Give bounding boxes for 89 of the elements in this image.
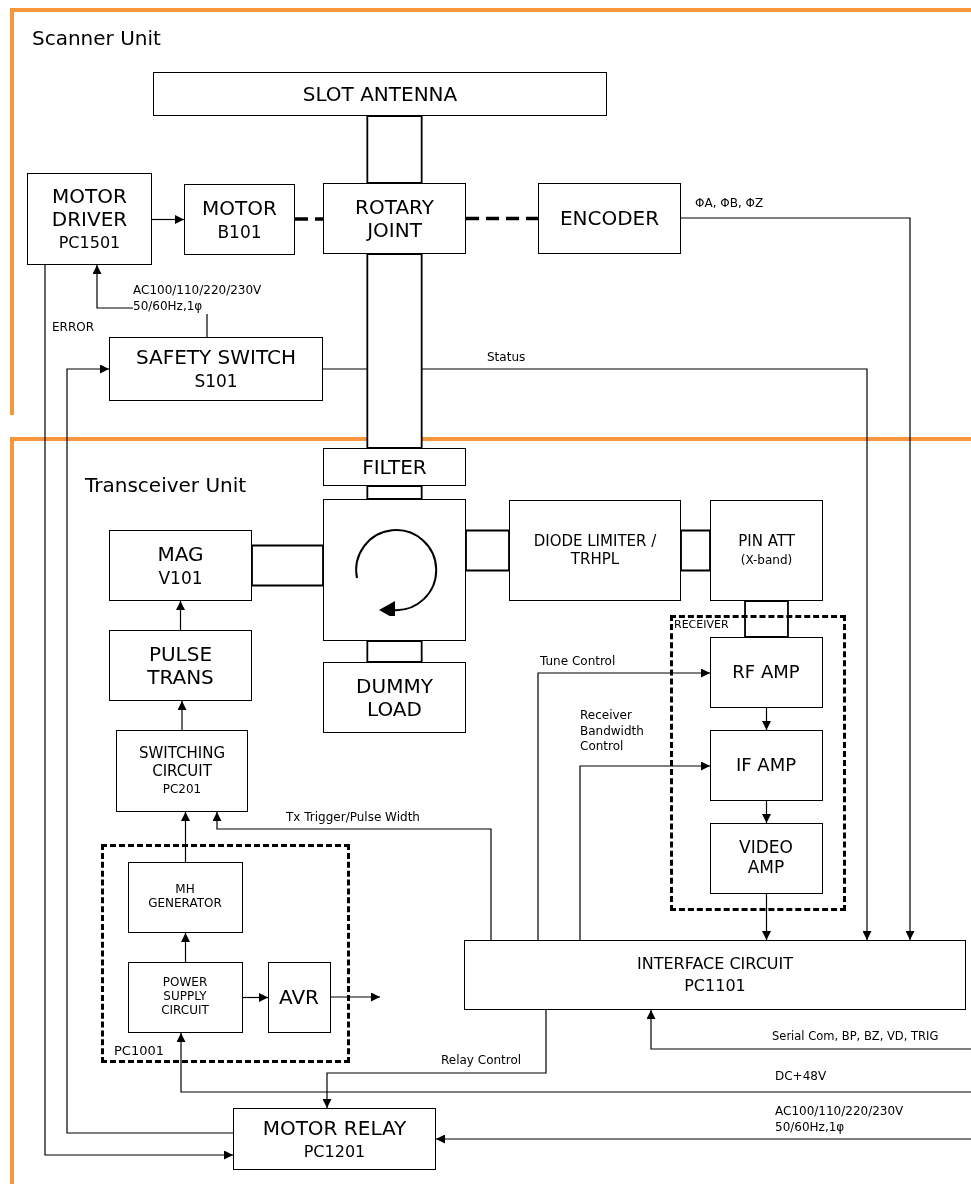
arrow	[66, 364, 234, 1134]
process-box	[709, 636, 823, 708]
arrow	[435, 1134, 971, 1144]
arrow	[212, 811, 492, 941]
process-box	[233, 1108, 436, 1170]
arrow	[322, 1009, 547, 1109]
group-outline	[101, 844, 350, 1063]
box-label: MOTOR	[202, 196, 277, 220]
box-label: MOTOR DRIVER	[50, 185, 129, 232]
box-label: SLOT ANTENNA	[302, 82, 458, 106]
process-box	[709, 729, 823, 801]
process-box	[27, 173, 152, 265]
box-label: DUMMY LOAD	[355, 674, 434, 721]
box-label: SWITCHING CIRCUIT	[137, 745, 227, 780]
arrow	[176, 1032, 971, 1093]
box-label: POWER SUPPLY CIRCUIT	[160, 976, 210, 1018]
mechanical-link-line	[295, 217, 323, 221]
process-box	[323, 448, 466, 486]
arrow	[537, 668, 711, 941]
box-label: INTERFACE CIRCUIT	[636, 955, 793, 974]
process-box	[323, 183, 466, 254]
group-label: RECEIVER	[674, 618, 729, 631]
process-box	[323, 662, 466, 733]
box-label: MH GENERATOR	[147, 883, 223, 911]
waveguide	[366, 640, 423, 663]
process-box	[109, 630, 252, 701]
arrow	[762, 800, 771, 824]
process-box	[184, 184, 295, 255]
arrow	[242, 993, 269, 1002]
arrow	[330, 992, 381, 1002]
arrow	[181, 811, 190, 863]
process-box	[116, 730, 248, 812]
arrow	[579, 761, 711, 941]
box-sublabel: PC1201	[303, 1142, 366, 1162]
process-box	[109, 530, 252, 601]
arrow	[680, 217, 915, 941]
box-label: ROTARY JOINT	[354, 195, 435, 242]
arrow	[322, 368, 872, 941]
box-label: DIODE LIMITER / TRHPL	[532, 533, 658, 568]
process-box	[509, 500, 681, 601]
box-sublabel: S101	[194, 372, 238, 392]
box-sublabel: B101	[217, 222, 262, 243]
process-box	[127, 961, 243, 1033]
box-sublabel: PC201	[162, 782, 202, 797]
process-box	[267, 961, 331, 1033]
process-box	[538, 183, 681, 254]
group-label: PC1001	[114, 1043, 164, 1058]
arrow	[762, 707, 771, 731]
arrow	[177, 700, 187, 731]
waveguide	[366, 253, 423, 449]
box-label: FILTER	[362, 455, 427, 479]
waveguide	[680, 529, 711, 572]
panel-title: Scanner Unit	[32, 26, 161, 50]
arrow	[646, 1009, 971, 1050]
box-label: RF AMP	[732, 661, 800, 683]
box-sublabel: PC1101	[684, 976, 746, 995]
waveguide	[744, 600, 789, 638]
box-label: MOTOR RELAY	[262, 1116, 407, 1140]
mechanical-link-line	[466, 216, 538, 221]
process-box	[710, 500, 823, 601]
circulator-box	[323, 499, 466, 641]
arrow	[762, 893, 771, 941]
arrow	[44, 264, 234, 1160]
panel-title: Transceiver Unit	[85, 473, 247, 497]
box-label: AVR	[279, 985, 319, 1009]
arrow	[181, 932, 190, 963]
waveguide	[251, 544, 324, 587]
group-outline	[670, 615, 846, 911]
box-label: IF AMP	[735, 754, 797, 776]
arrow	[176, 600, 185, 631]
box-sublabel: PC1501	[58, 234, 121, 253]
process-box	[109, 337, 323, 401]
box-sublabel: (X-band)	[740, 553, 793, 568]
process-box	[153, 72, 607, 116]
process-box	[464, 940, 966, 1010]
waveguide	[366, 115, 423, 184]
unit-panel	[10, 437, 971, 1184]
process-box	[709, 822, 823, 894]
box-label: VIDEO AMP	[738, 838, 794, 878]
box-label: MAG	[157, 542, 204, 566]
box-sublabel: V101	[158, 568, 203, 589]
waveguide	[465, 529, 510, 572]
box-label: PIN ATT	[738, 533, 795, 551]
process-box	[127, 861, 243, 933]
box-label: SAFETY SWITCH	[135, 346, 297, 370]
waveguide	[366, 485, 423, 500]
box-label: ENCODER	[559, 207, 660, 230]
box-label: PULSE TRANS	[146, 642, 215, 689]
arrow	[151, 215, 185, 224]
